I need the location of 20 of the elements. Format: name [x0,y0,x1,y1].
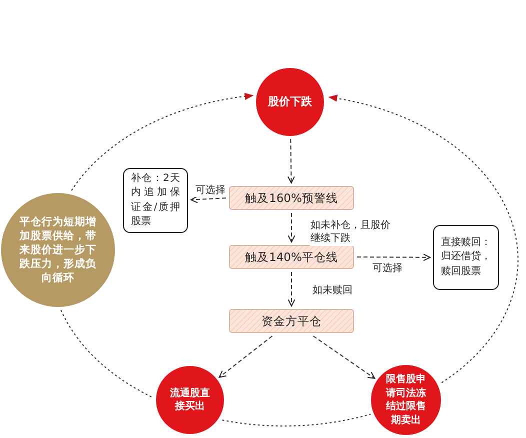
outcome-circle: 限售股申请司法冻结过限售期卖出 [371,365,441,435]
outcome-circle: 流通股直接买出 [156,366,224,434]
arrow [356,254,430,262]
arrow [288,212,296,242]
arrow [288,138,295,184]
process-box: 触及160%预警线 [229,186,354,210]
edge-label: 可选择 [194,184,226,198]
cycle-arrow [71,92,254,191]
arrow [288,272,296,306]
note-box: 补仓：2天内追加保证金/质押股票 [123,168,188,233]
arrow [312,336,376,379]
event-circle: 股价下跌 [256,68,324,136]
edge-label: 如未赎回 [312,284,354,298]
note-box: 直接赎回：归还借贷，赎回股票 [433,225,499,290]
cycle-arrow [328,94,518,384]
process-box: 触及140%平仓线 [229,245,354,269]
arrow [190,196,226,204]
summary-circle: 平仓行为短期增加股票供给，带来股价进一步下跌压力，形成负向循环 [1,193,115,307]
process-box: 资金方平仓 [229,309,354,333]
arrow [218,336,273,378]
